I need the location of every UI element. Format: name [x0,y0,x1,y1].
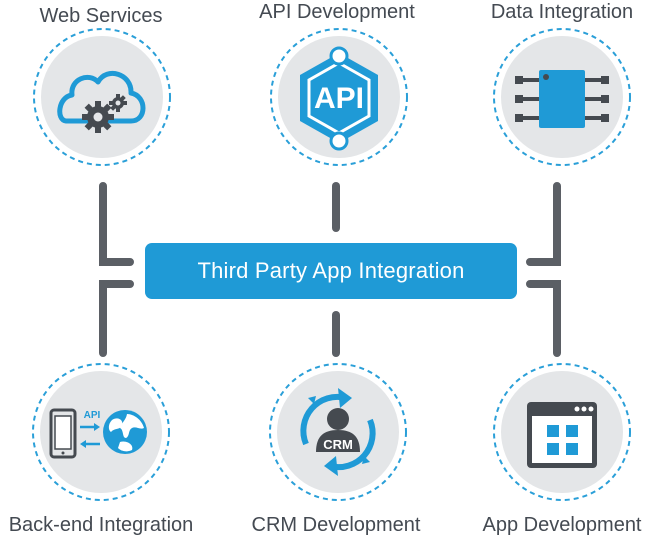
label-back-end-integration: Back-end Integration [8,514,194,536]
node-circle [41,36,163,158]
api-small-text: API [84,410,101,421]
node-web-services [33,28,171,166]
connectors [99,182,561,357]
crm-icon-text: CRM [323,437,353,452]
label-web-services: Web Services [39,5,163,27]
node-crm-development: CRM [269,363,407,501]
node-app-development [493,363,631,501]
dashed-ring [33,28,171,166]
connector-web-services [99,182,134,266]
connector-app-development [526,280,561,357]
chip-icon [515,70,609,128]
dashed-ring [32,363,170,501]
crm-cycle-icon: CRM [300,388,376,476]
hub-label: Third Party App Integration [197,258,465,283]
node-back-end-integration: API [32,363,170,501]
dashed-ring [493,363,631,501]
cloud-gears-icon [57,70,146,133]
node-api-development: API [270,28,408,166]
label-data-integration: Data Integration [490,1,634,23]
dashed-ring [269,363,407,501]
dashed-ring [493,28,631,166]
app-window-icon [527,402,597,468]
node-data-integration [493,28,631,166]
label-app-development: App Development [482,514,642,536]
api-hexagon-icon: API [300,46,378,151]
hub-box: Third Party App Integration [145,243,517,299]
label-crm-development: CRM Development [251,514,421,536]
connector-back-end-integration [99,280,134,357]
connector-data-integration [526,182,561,266]
label-api-development: API Development [259,1,415,23]
phone-globe-icon: API [49,408,147,459]
api-icon-text: API [314,82,364,115]
dashed-ring [270,28,408,166]
node-circle [40,371,162,493]
